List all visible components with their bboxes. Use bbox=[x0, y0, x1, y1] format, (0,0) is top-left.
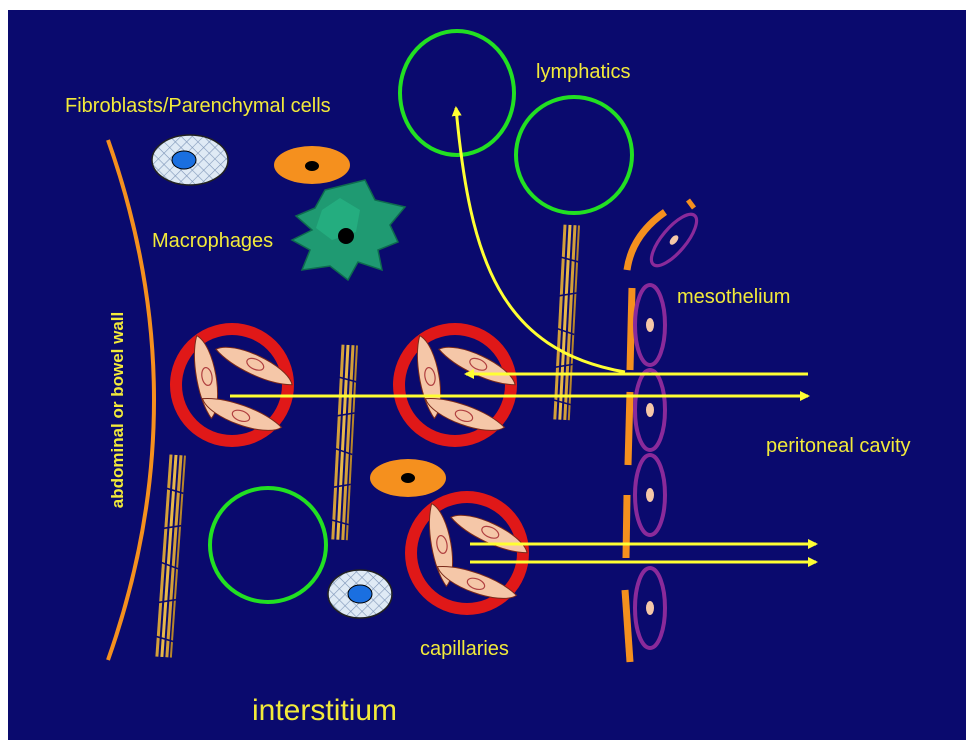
capillaries-label: capillaries bbox=[420, 638, 509, 660]
parenchymal-cell-icon bbox=[274, 146, 350, 184]
lymphatics-label: lymphatics bbox=[536, 61, 630, 83]
parenchymal-cell-icon bbox=[370, 459, 446, 497]
fibroblast-cell-icon bbox=[328, 570, 392, 618]
fibroblast-cell-icon bbox=[152, 135, 228, 185]
fibroblasts-label: Fibroblasts/Parenchymal cells bbox=[65, 95, 331, 117]
peritoneal-cavity-label: peritoneal cavity bbox=[766, 435, 911, 457]
macrophages-label: Macrophages bbox=[152, 230, 273, 252]
mesothelium-label: mesothelium bbox=[677, 286, 790, 308]
wall-label: abdominal or bowel wall bbox=[108, 312, 127, 508]
interstitium-label: interstitium bbox=[252, 694, 397, 727]
